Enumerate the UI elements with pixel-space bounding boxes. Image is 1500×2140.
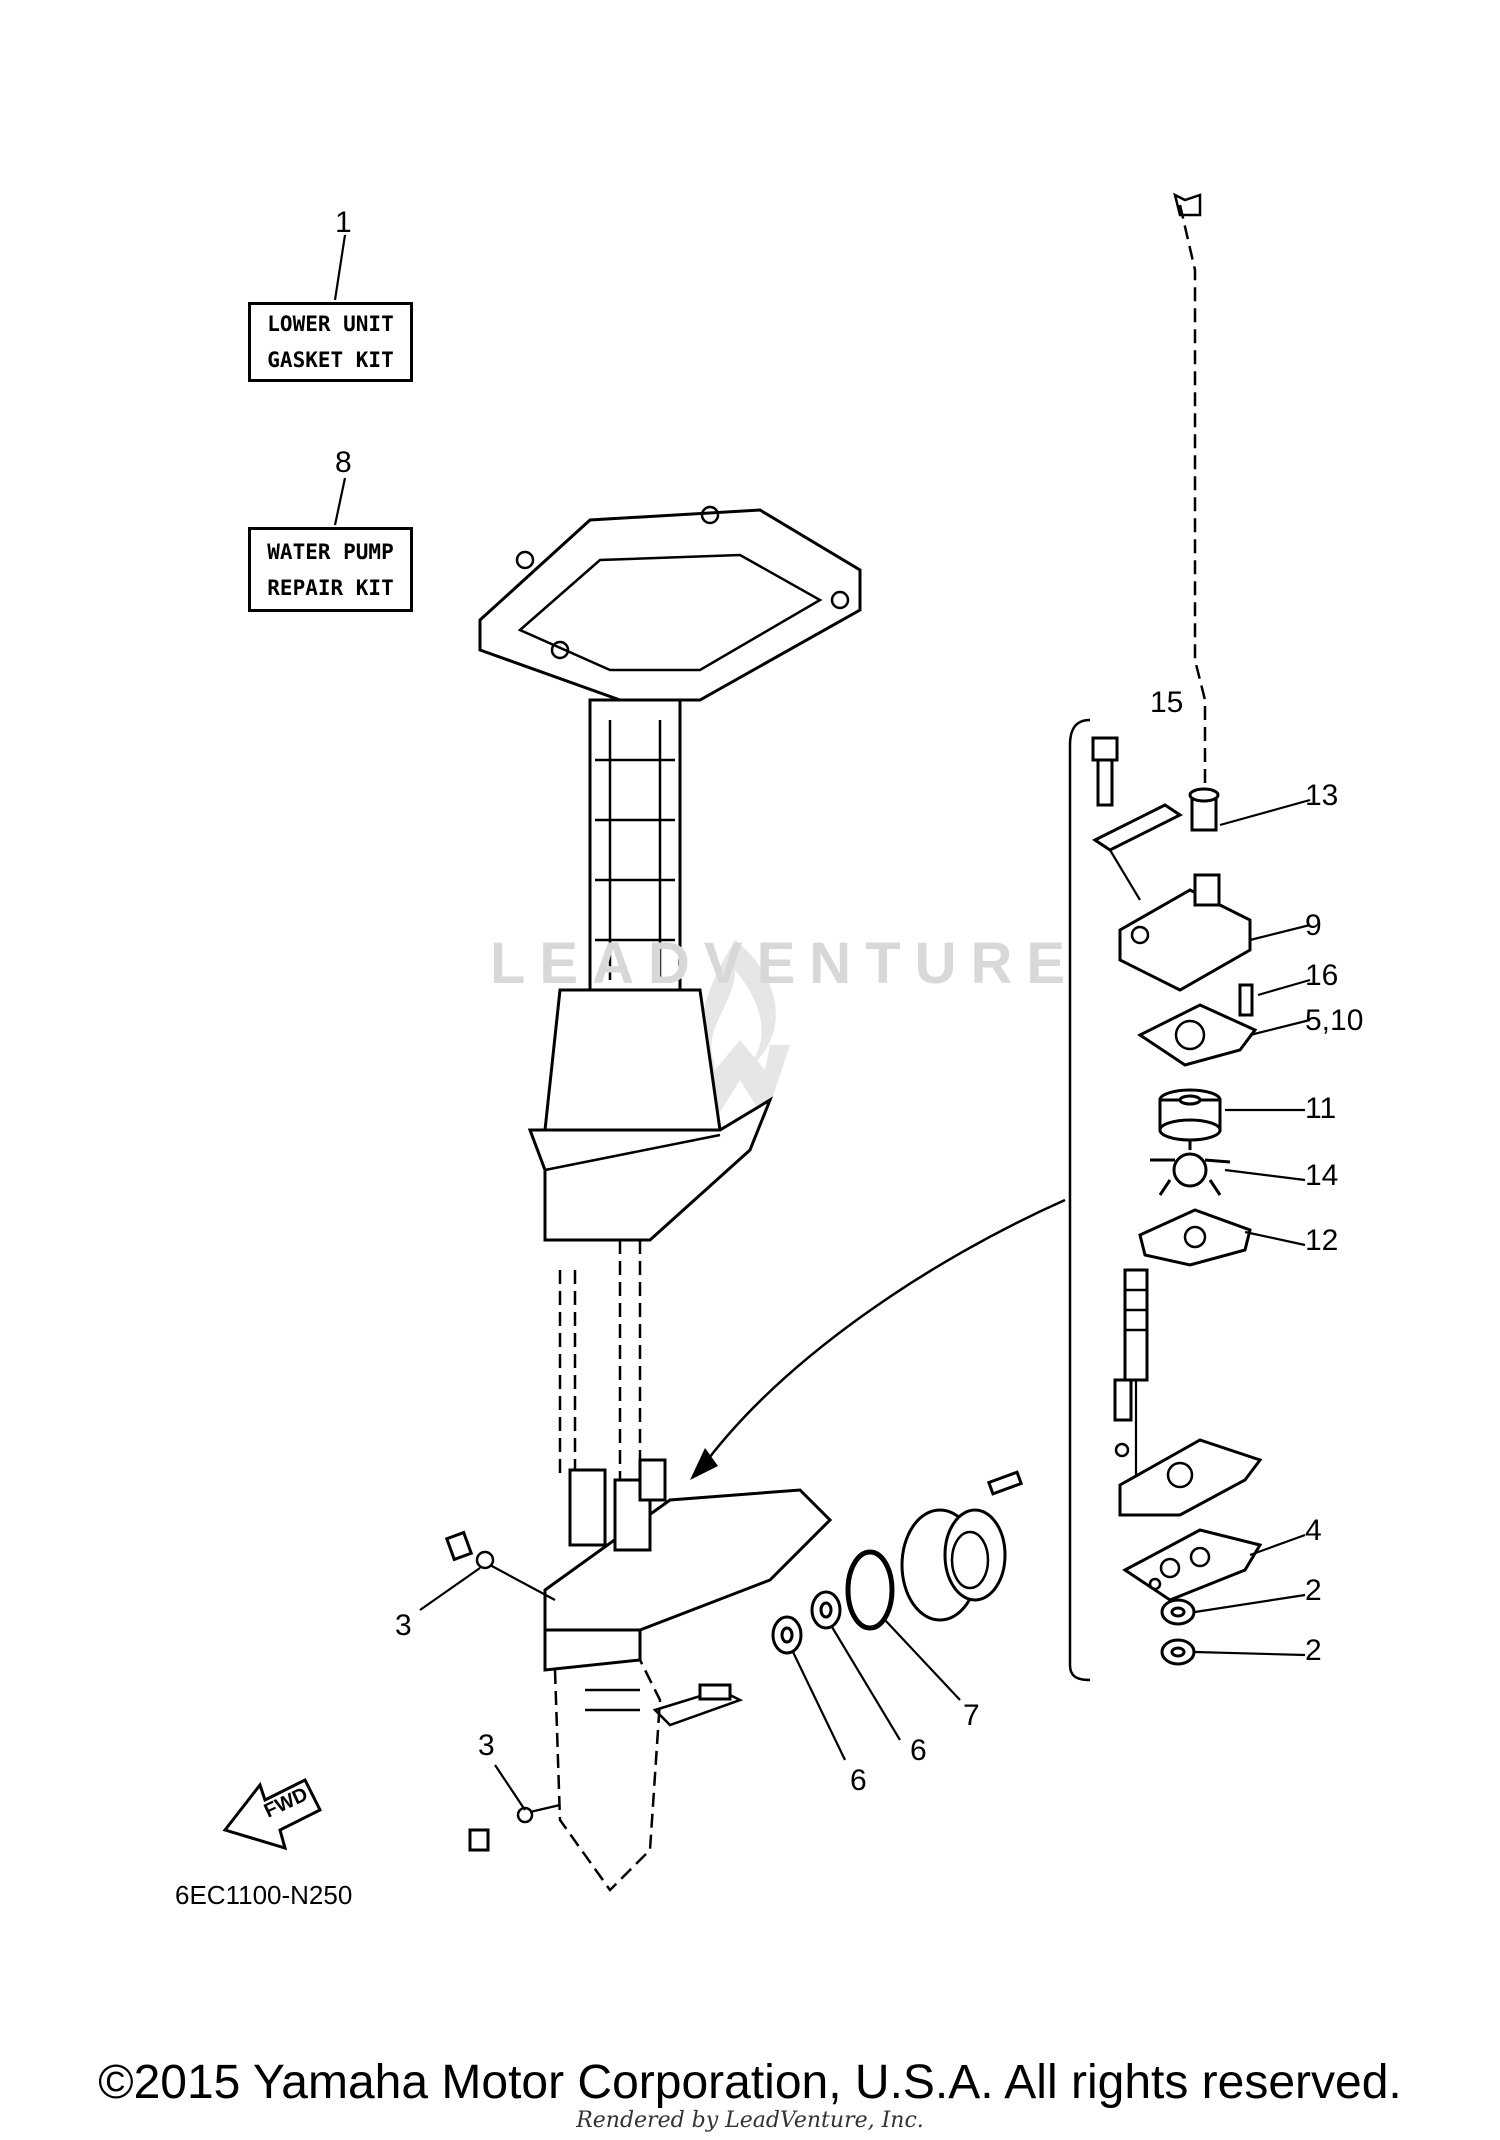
callout-12: 12 <box>1305 1224 1338 1257</box>
callout-8: 8 <box>335 446 352 479</box>
watermark-text: LEADVENTURE <box>490 931 1080 996</box>
callout-2-upper: 2 <box>1305 1574 1322 1607</box>
small-washer <box>1114 1442 1130 1458</box>
part-2-seal-upper <box>1160 1598 1196 1626</box>
callout-2-lower: 2 <box>1305 1634 1322 1667</box>
lower-unit-gasket-kit-box: LOWER UNIT GASKET KIT <box>248 302 413 382</box>
part-3-screw-upper <box>444 1530 495 1570</box>
drive-shaft-housing <box>478 505 862 1242</box>
copyright-notice: ©2015 Yamaha Motor Corporation, U.S.A. A… <box>98 2056 1402 2109</box>
callout-14: 14 <box>1305 1159 1338 1192</box>
kit-8-line-2: REPAIR KIT <box>267 575 394 600</box>
part-12-outer-plate <box>1138 1208 1252 1267</box>
water-pump-repair-kit-box: WATER PUMP REPAIR KIT <box>248 527 413 612</box>
callout-5-10: 5,10 <box>1305 1004 1363 1037</box>
part-6-seal-a <box>810 1590 842 1630</box>
part-3-screw-lower <box>468 1806 534 1852</box>
part-11-insert-cartridge <box>1158 1088 1222 1142</box>
callout-7: 7 <box>963 1699 980 1732</box>
rendered-by-credit: Rendered by LeadVenture, Inc. <box>576 2108 924 2133</box>
callout-9: 9 <box>1305 909 1322 942</box>
part-14-impeller <box>1150 1140 1231 1196</box>
assembly-arrow-head <box>690 1448 718 1480</box>
callout-3-lower: 3 <box>478 1729 495 1762</box>
callout-3-upper: 3 <box>395 1609 412 1642</box>
water-pump-bracket <box>1068 718 1091 1682</box>
callout-1: 1 <box>335 206 352 239</box>
pipe-fitting <box>1173 192 1202 217</box>
callout-4: 4 <box>1305 1514 1322 1547</box>
assembly-arrow <box>698 1198 1066 1471</box>
kit-1-leader <box>333 234 347 301</box>
callout-6-lower: 6 <box>850 1764 867 1797</box>
propeller-shaft-housing <box>900 1470 1024 1622</box>
drive-coupling <box>1123 1268 1149 1480</box>
part-9-pump-housing <box>1118 873 1252 992</box>
part-16-pin <box>1238 983 1254 1017</box>
part-5-10-gasket <box>1137 1003 1258 1067</box>
pump-plate <box>1092 803 1183 852</box>
small-bolt <box>1113 1378 1133 1422</box>
kit-8-leader <box>333 477 347 526</box>
kit-1-line-1: LOWER UNIT <box>267 312 394 336</box>
callout-16: 16 <box>1305 959 1338 992</box>
diagram-code: 6EC1100-N250 <box>175 1880 353 1910</box>
pump-base <box>1118 1438 1263 1517</box>
kit-1-line-2: GASKET KIT <box>267 348 394 372</box>
callout-11: 11 <box>1305 1092 1336 1125</box>
part-2-seal-lower <box>1160 1638 1196 1666</box>
lower-unit-gearcase <box>543 1458 833 1892</box>
callout-15: 15 <box>1150 686 1183 719</box>
callout-6-upper: 6 <box>910 1734 927 1767</box>
callout-13: 13 <box>1305 779 1338 812</box>
part-4-gasket <box>1122 1528 1263 1602</box>
part-15-bolt <box>1091 736 1119 807</box>
fwd-arrow: FWD <box>222 1777 323 1851</box>
part-6-seal-b <box>771 1615 803 1655</box>
part-13-grommet <box>1188 787 1220 832</box>
part-7-o-ring <box>845 1549 895 1631</box>
kit-8-line-1: WATER PUMP <box>267 539 394 564</box>
water-pipe <box>1178 204 1207 790</box>
